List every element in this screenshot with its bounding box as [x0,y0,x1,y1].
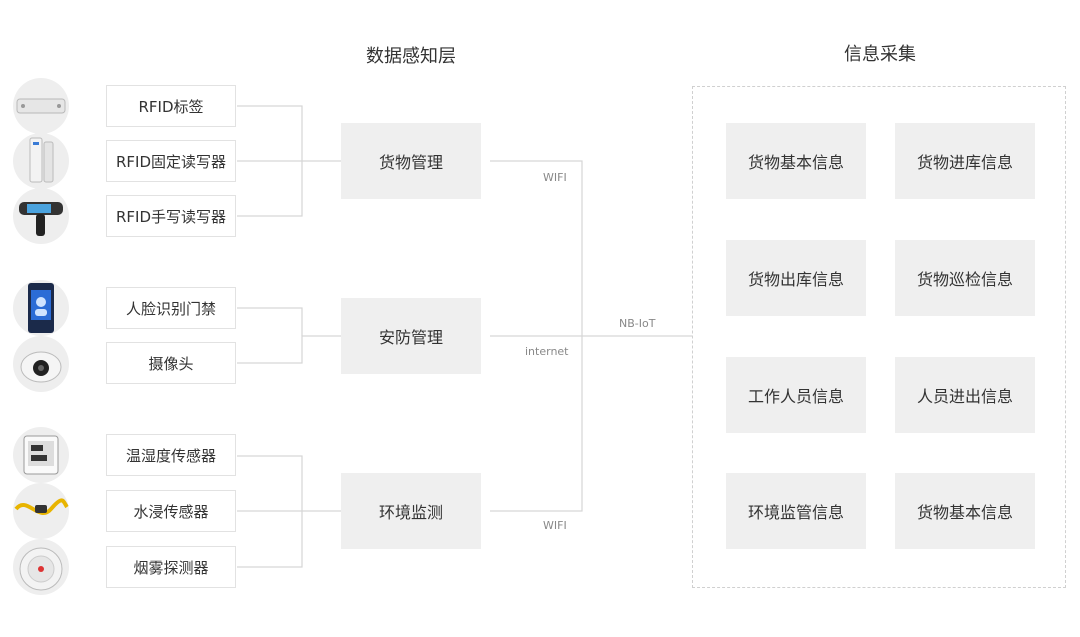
info-goods-basic-2: 货物基本信息 [895,473,1035,549]
rfid-fixed-reader-icon [13,133,69,189]
smoke-detector-icon [13,539,69,595]
device-thermo-hygrometer: 温湿度传感器 [106,434,236,476]
connector-smoke-detector [237,511,303,568]
connector-thermo-hygrometer [237,455,303,511]
connector-rfid-tag [237,105,303,161]
protocol-label-nb-iot: NB-IoT [619,317,656,330]
info-goods-outbound: 货物出库信息 [726,240,866,316]
camera-icon [13,336,69,392]
hub-environment-monitoring: 环境监测 [341,473,481,549]
info-staff: 工作人员信息 [726,357,866,433]
water-leak-sensor-icon [13,483,69,539]
rfid-tag-icon [13,78,69,134]
face-recognition-terminal-icon [13,280,69,336]
thermo-hygrometer-icon [13,427,69,483]
device-face-recognition-gate: 人脸识别门禁 [106,287,236,329]
info-personnel-access: 人员进出信息 [895,357,1035,433]
hub-goods-management: 货物管理 [341,123,481,199]
device-rfid-tag: RFID标签 [106,85,236,127]
device-water-leak-sensor: 水浸传感器 [106,490,236,532]
protocol-label-internet: internet [525,345,569,358]
information-collection-panel [692,86,1066,588]
device-rfid-fixed-reader: RFID固定读写器 [106,140,236,182]
device-smoke-detector: 烟雾探测器 [106,546,236,588]
connector-rfid-handheld-reader [237,161,303,217]
device-camera: 摄像头 [106,342,236,384]
perception-layer-title: 数据感知层 [366,46,456,67]
protocol-label-wifi-bottom: WIFI [543,519,567,532]
device-rfid-handheld-reader: RFID手写读写器 [106,195,236,237]
info-goods-inbound: 货物进库信息 [895,123,1035,199]
rfid-handheld-reader-icon [13,188,69,244]
info-goods-inspection: 货物巡检信息 [895,240,1035,316]
hub-security-management: 安防管理 [341,298,481,374]
protocol-label-wifi-top: WIFI [543,171,567,184]
connector-camera [237,335,341,364]
info-environment-supervision: 环境监管信息 [726,473,866,549]
info-goods-basic: 货物基本信息 [726,123,866,199]
connector-face-terminal [237,307,303,336]
collection-layer-title: 信息采集 [844,44,916,65]
